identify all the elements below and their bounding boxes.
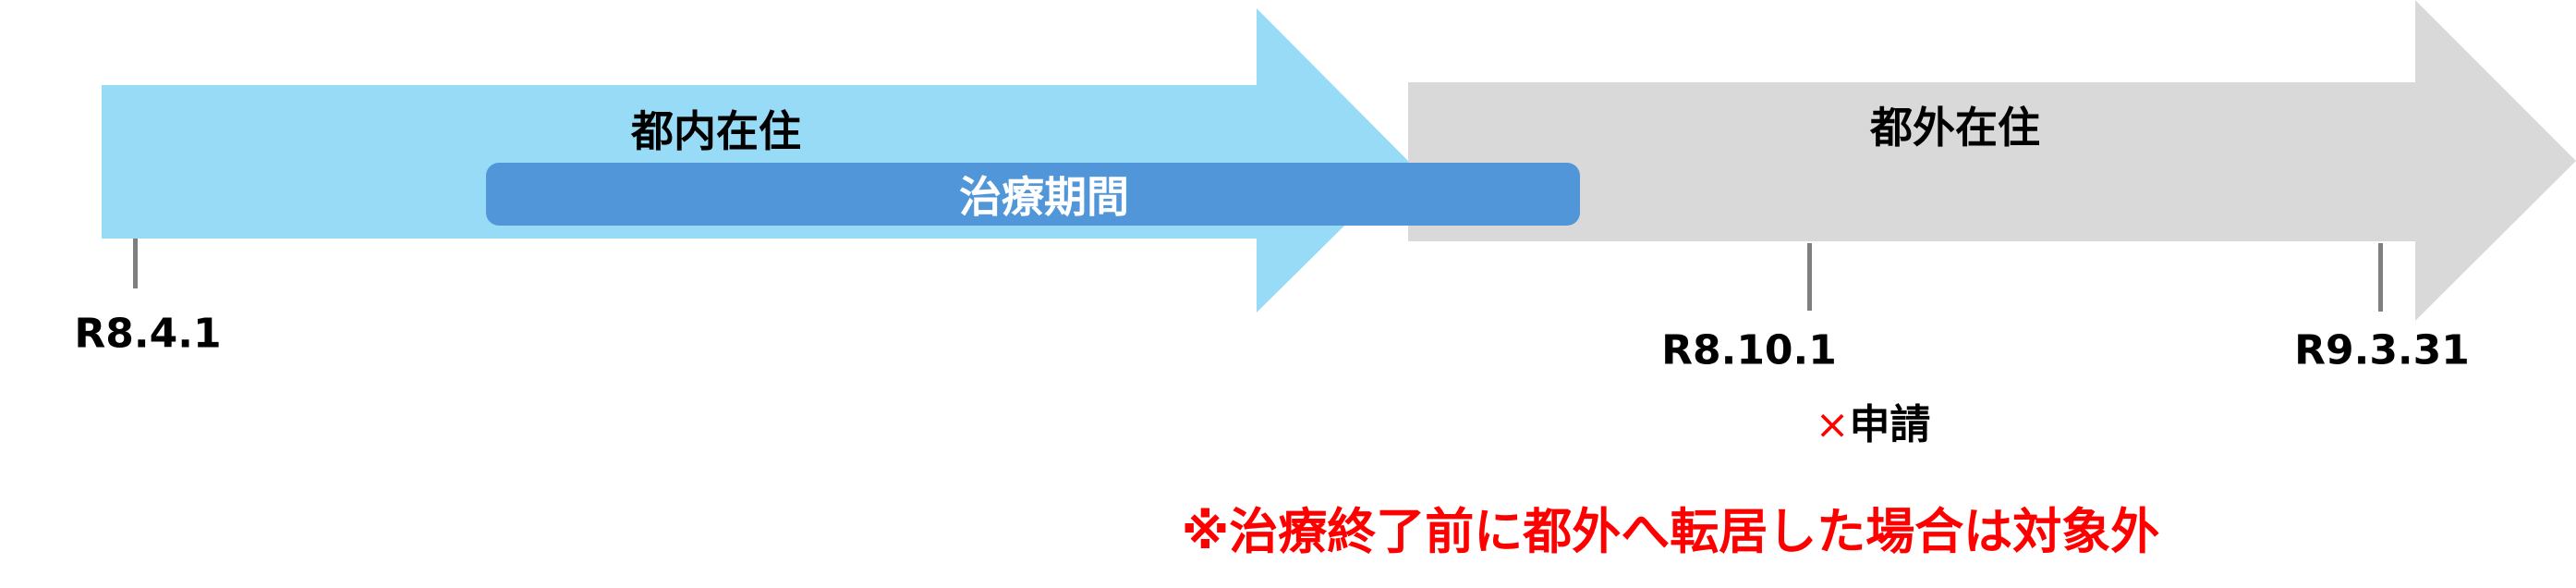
footnote: ※治療終了前に都外へ転居した場合は対象外 — [1181, 504, 2160, 560]
outside-tokyo-label: 都外在住 — [1870, 103, 2040, 153]
end-date-label: R9.3.31 — [2294, 326, 2470, 374]
treatment-period-bar — [486, 163, 1580, 226]
treatment-period-label: 治療期間 — [959, 172, 1129, 222]
application-date-label: R8.10.1 — [1661, 326, 1837, 374]
cross-mark-icon: × — [1815, 401, 1850, 448]
start-date-label: R8.4.1 — [74, 310, 222, 358]
application-note: ×申請 — [1816, 391, 1931, 450]
application-note-label: 申請 — [1849, 401, 1931, 448]
end-date-tick — [2378, 243, 2383, 312]
application-date-tick — [1807, 243, 1812, 311]
outside-tokyo-arrow — [1408, 0, 2576, 321]
in-tokyo-label: 都内在住 — [631, 106, 801, 156]
start-date-tick — [133, 239, 138, 288]
in-tokyo-arrow — [102, 8, 1409, 312]
